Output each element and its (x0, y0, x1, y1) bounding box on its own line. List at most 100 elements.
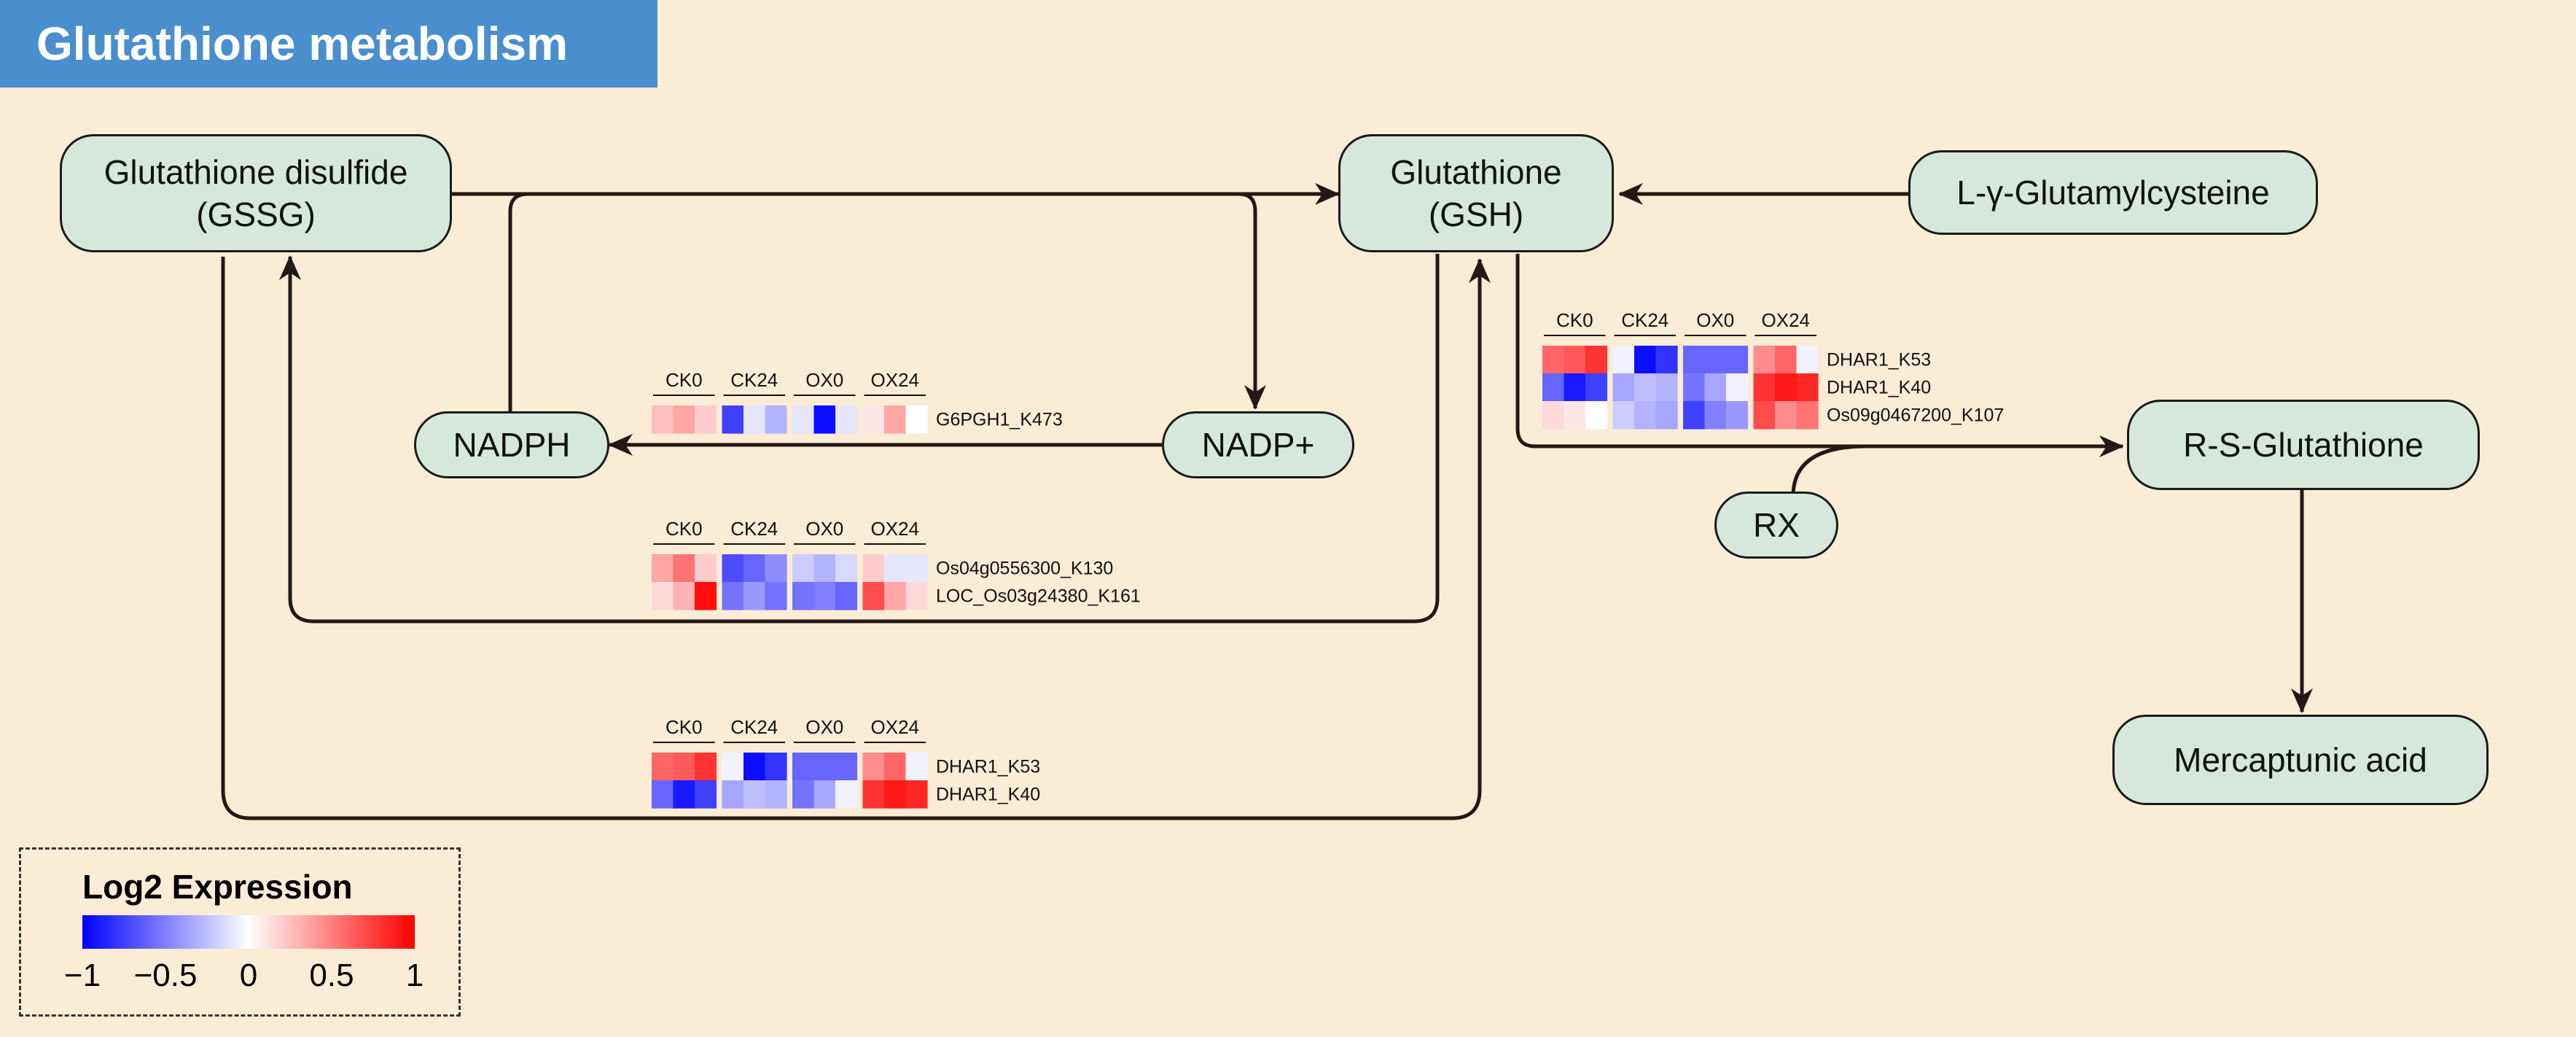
heatmap-cell (792, 554, 815, 583)
heatmap-cell (673, 780, 695, 809)
heatmap-cell (765, 405, 787, 434)
heatmap-cell (673, 753, 695, 781)
heatmap-cell (835, 554, 858, 583)
heatmap-cell (1655, 401, 1678, 430)
heatmap-cell (905, 582, 928, 610)
heatmap-condition-label: CK0 (666, 518, 703, 540)
legend: Log2 Expression −1 −0.5 0 0.5 1 (19, 847, 461, 1017)
heatmap-cell (884, 753, 907, 781)
heatmap-cell (1612, 373, 1635, 402)
heatmap-cell (1775, 373, 1798, 402)
heatmap-condition-label: CK24 (730, 518, 778, 540)
heatmap-cell (722, 780, 744, 809)
node-nadp[interactable]: NADP+ (1162, 411, 1354, 478)
node-gssg[interactable]: Glutathione disulfide (GSSG) (60, 134, 452, 252)
heatmap-cell (1753, 401, 1776, 430)
heatmap-condition-label: CK0 (666, 369, 703, 391)
heatmap-cell (695, 582, 717, 610)
heatmap-condition-label: OX24 (1762, 309, 1811, 331)
heatmap-cell (1612, 346, 1635, 374)
heatmap-cell (1655, 373, 1678, 402)
heatmap-cell (884, 554, 907, 583)
heatmap-cell (765, 582, 787, 610)
heatmap-cell (1796, 346, 1819, 374)
heatmap-cell (695, 753, 717, 781)
heatmap-cell (884, 582, 907, 610)
heatmap-cell (1564, 401, 1586, 430)
heatmap-cell (1564, 373, 1586, 402)
heatmap-cell (722, 753, 744, 781)
heatmap-cell (695, 780, 717, 809)
heatmap-cell (792, 780, 815, 809)
heatmap-cell (1704, 373, 1727, 402)
heatmap-cell (835, 780, 858, 809)
heatmap-cell (835, 753, 858, 781)
heatmap-row-label: DHAR1_K40 (1827, 377, 1931, 397)
heatmap-condition-label: OX0 (805, 369, 843, 391)
heatmap-cell (1683, 346, 1706, 374)
heatmap-cell (835, 582, 858, 610)
heatmap-cell (1683, 401, 1706, 430)
edge-gsh-to-gssg-middle (279, 254, 1440, 624)
node-glutamylcysteine[interactable]: L-γ-Glutamylcysteine (1908, 150, 2318, 235)
heatmap-cell (1775, 401, 1798, 430)
heatmap-cell (862, 405, 885, 434)
heatmap-cell (722, 405, 744, 434)
heatmap-cell (743, 582, 766, 610)
heatmap-cell (862, 582, 885, 610)
heatmap-row-label: G6PGH1_K473 (936, 409, 1063, 430)
heatmap-cell (1704, 346, 1727, 374)
heatmap-cell (743, 554, 766, 583)
heatmap-cell (1796, 401, 1819, 430)
heatmap-cell (695, 405, 717, 434)
legend-tick: −1 (63, 958, 101, 993)
heatmap-condition-label: OX0 (1696, 309, 1734, 331)
heatmap-cell (862, 753, 885, 781)
heatmap-cell (884, 405, 907, 434)
heatmap-cell (1655, 346, 1678, 374)
node-mercaptunic[interactable]: Mercaptunic acid (2112, 715, 2489, 805)
heatmap-cell (652, 753, 674, 781)
heatmap-cell (884, 780, 907, 809)
heatmap-condition-label: OX24 (871, 716, 920, 738)
heatmap-cell (1585, 373, 1608, 402)
node-gsh[interactable]: Glutathione (GSH) (1338, 134, 1614, 252)
heatmap-cell (652, 582, 674, 610)
heatmap-cell (862, 780, 885, 809)
heatmap-cell (1634, 346, 1657, 374)
heatmap-cell (743, 780, 766, 809)
node-nadph[interactable]: NADPH (414, 411, 609, 478)
node-rx[interactable]: RX (1714, 492, 1838, 559)
heatmap-cell (1542, 346, 1565, 374)
heatmap-cell (792, 582, 815, 610)
heatmap-condition-label: CK0 (1556, 309, 1593, 331)
node-rsglutathione[interactable]: R-S-Glutathione (2127, 400, 2480, 490)
heatmap-cell (813, 780, 836, 809)
heatmap-cell (652, 780, 674, 809)
heatmap-cell (673, 554, 695, 583)
heatmap-cell (835, 405, 858, 434)
heatmap-condition-label: OX0 (805, 518, 843, 540)
heatmap-cell (1542, 373, 1565, 402)
heatmap-cell (1753, 346, 1776, 374)
heatmap-cell (1634, 401, 1657, 430)
legend-tick: −0.5 (133, 958, 198, 993)
heatmap-row-label: DHAR1_K53 (936, 756, 1040, 777)
heatmap-cell (1753, 373, 1776, 402)
heatmap-cell (765, 554, 787, 583)
heatmap-cell (1585, 401, 1608, 430)
heatmap-cell (1726, 346, 1749, 374)
heatmap-cell (1726, 373, 1749, 402)
heatmap-cell (652, 405, 674, 434)
heatmap-cell (765, 753, 787, 781)
heatmap-condition-label: CK24 (730, 369, 778, 391)
edge-nadph-branch (508, 192, 528, 411)
heatmap-cell (862, 554, 885, 583)
heatmap-cell (673, 582, 695, 610)
heatmap-cell (1564, 346, 1586, 374)
